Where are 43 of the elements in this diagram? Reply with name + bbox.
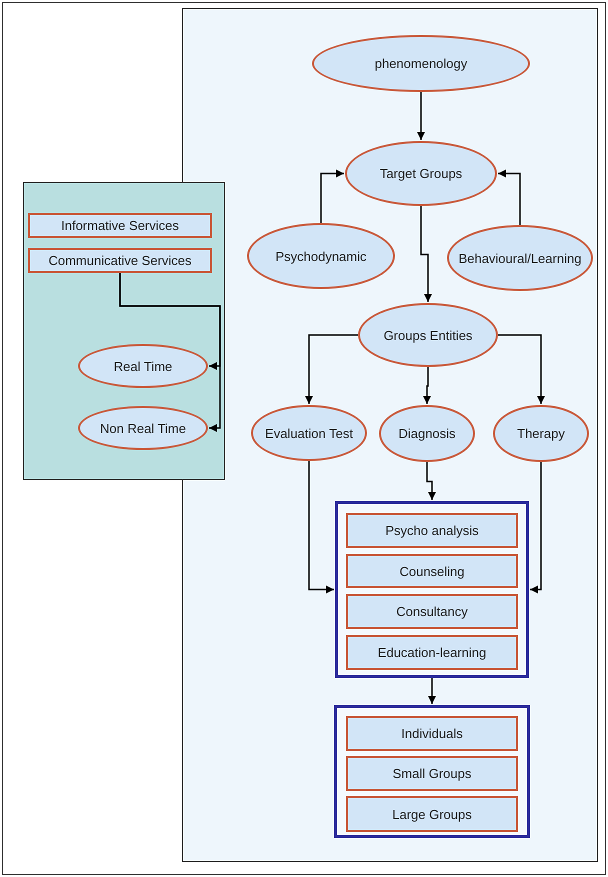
process-box: [346, 716, 518, 751]
node-label: Groups Entities: [384, 328, 472, 342]
process-box: [346, 756, 518, 791]
connector-arrow: [308, 461, 334, 594]
node-label: Psychodynamic: [275, 248, 367, 264]
connector-arrow: [530, 462, 542, 594]
side-panel: [23, 182, 225, 480]
connector-arrow: [320, 170, 344, 223]
process-box: [346, 594, 518, 629]
connector-arrow: [417, 92, 425, 140]
node-label: Individuals: [401, 726, 463, 741]
connector-arrow: [498, 334, 545, 404]
node-label: phenomenology: [374, 56, 468, 71]
node-label: Psycho analysis: [385, 523, 479, 538]
node-label: Communicative Services: [48, 253, 192, 268]
connector-arrow: [119, 273, 221, 432]
node-label: Informative Services: [61, 218, 179, 233]
group-frame: [335, 501, 529, 678]
node-label: Consultancy: [396, 604, 468, 619]
process-box: [28, 213, 212, 238]
process-box: [346, 554, 518, 588]
connector-arrow: [426, 462, 436, 500]
node-label: Evaluation Test: [265, 426, 353, 440]
group-frame: [334, 705, 530, 838]
connector-arrow: [423, 367, 431, 404]
connector-arrow: [305, 334, 358, 404]
process-box: [346, 796, 518, 832]
node-label: Therapy: [517, 426, 565, 441]
connector-arrow: [498, 170, 521, 225]
node-label: Non Real Time: [100, 420, 186, 436]
node-label: Large Groups: [392, 806, 472, 822]
node-label: Target Groups: [380, 166, 462, 181]
node-label: Education-learning: [378, 645, 486, 660]
node-label: Real Time: [114, 358, 172, 374]
node-label: Diagnosis: [398, 426, 456, 441]
process-box: [346, 635, 518, 670]
connector-arrow: [428, 678, 436, 704]
process-box: [28, 248, 212, 273]
connector-arrow: [420, 206, 432, 302]
node-label: Counseling: [399, 564, 465, 578]
node-label: Small Groups: [392, 766, 472, 781]
node-label: Behavioural/Learning: [458, 250, 582, 266]
process-box: [346, 513, 518, 548]
